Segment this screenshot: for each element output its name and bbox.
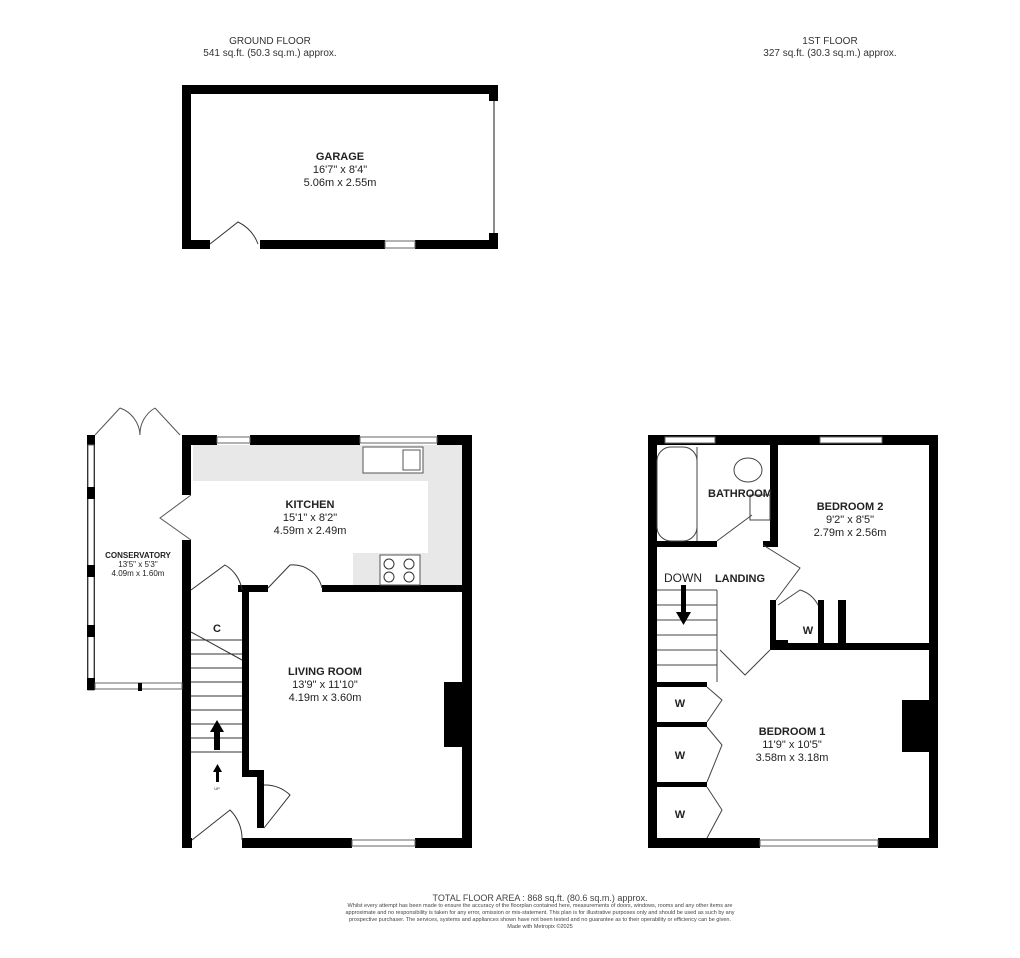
ground-floor-area: 541 sq.ft. (50.3 sq.m.) approx. [203,48,337,59]
first-floor-plan: BATHROOM BEDROOM 2 9'2" x 8'5" 2.79m x 2… [648,435,938,848]
living-room-imperial: 13'9" x 11'10" [292,679,358,691]
kitchen-imperial: 15'1" x 8'2" [283,512,337,524]
bedroom-1-metric: 3.58m x 3.18m [756,752,829,764]
conservatory-metric: 4.09m x 1.60m [112,569,165,578]
landing-label: LANDING [715,573,765,585]
ground-floor-header: GROUND FLOOR 541 sq.ft. (50.3 sq.m.) app… [190,36,350,60]
garage: GARAGE 16'7" x 8'4" 5.06m x 2.55m [182,85,498,249]
cupboard-label: C [213,623,221,635]
wardrobe-label: W [675,750,686,762]
garage-label: GARAGE [316,151,364,163]
bedroom-1-imperial: 11'9" x 10'5" [762,739,822,751]
kitchen-metric: 4.59m x 2.49m [274,525,347,537]
disclaimer: Whilst every attempt has been made to en… [345,903,735,923]
bedroom-2-label: BEDROOM 2 [817,501,884,513]
up-label: UP [214,786,220,791]
living-room-label: LIVING ROOM [288,666,362,678]
garage-metric: 5.06m x 2.55m [304,177,377,189]
wardrobe-label: W [675,809,686,821]
bedroom-1-label: BEDROOM 1 [759,726,826,738]
bedroom-2-imperial: 9'2" x 8'5" [826,514,874,526]
ground-floor-title: GROUND FLOOR [229,36,311,47]
down-label: DOWN [664,571,702,585]
ground-floor-plan: KITCHEN 15'1" x 8'2" 4.59m x 2.49m CONSE… [87,407,472,848]
living-room-metric: 4.19m x 3.60m [289,692,362,704]
garage-imperial: 16'7" x 8'4" [313,164,367,176]
first-floor-title: 1ST FLOOR [802,36,858,47]
bathroom-label: BATHROOM [708,488,772,500]
bedroom-2-metric: 2.79m x 2.56m [814,527,887,539]
made-with: Made with Metropix ©2025 [507,924,573,930]
conservatory-imperial: 13'5" x 5'3" [118,560,158,569]
wardrobe-label: W [803,625,814,637]
conservatory-label: CONSERVATORY [105,551,171,560]
wardrobe-label: W [675,698,686,710]
kitchen-label: KITCHEN [286,499,335,511]
first-floor-area: 327 sq.ft. (30.3 sq.m.) approx. [763,48,897,59]
first-floor-header: 1ST FLOOR 327 sq.ft. (30.3 sq.m.) approx… [730,36,930,60]
total-floor-area: TOTAL FLOOR AREA : 868 sq.ft. (80.6 sq.m… [432,893,648,903]
footer: TOTAL FLOOR AREA : 868 sq.ft. (80.6 sq.m… [340,893,740,931]
